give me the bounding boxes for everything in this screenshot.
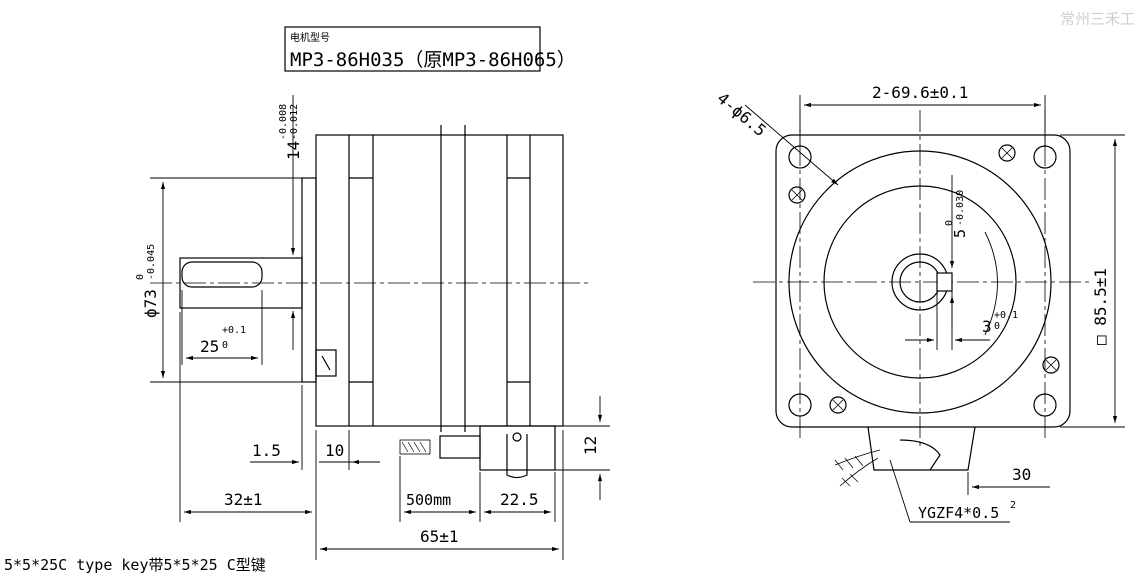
dim-22-5: 22.5 [500,490,539,509]
key-width-tol-upper: +0.1 [994,310,1018,321]
key-depth-tol-upper: 0 [944,220,955,226]
dim-12: 12 [581,436,600,455]
key-width-tol-lower: 0 [994,321,1000,332]
shaft-tol-lower: -0.012 [289,104,300,140]
holes-dim: 4-ϕ6.5 [713,89,769,141]
center-lines [150,110,1090,450]
boss-tol-lower: -0.045 [146,244,157,280]
hole-spacing-dim: 2-69.6±0.1 [872,83,968,102]
key-width-dim: 3 [982,317,992,336]
dim-500: 500mm [406,491,451,509]
boss-dim: ϕ73 [141,289,160,318]
side-view [179,125,564,479]
footnote: 5*5*25C type key带5*5*25 C型键 [4,556,266,574]
square-dim: □ 85.5±1 [1091,268,1110,345]
model-box: 电机型号 MP3-86H035（原MP3-86H065） [284,26,576,72]
model-label: 电机型号 [290,31,330,44]
key-len-dim: 25 [200,337,219,356]
side-labels: 14 -0.008 -0.012 ϕ73 0 -0.045 25 +0.1 0 … [135,104,600,546]
boss-tol-upper: 0 [135,274,146,280]
cable-spec-sup: 2 [1010,500,1016,511]
key-depth-dim: 5 [951,229,969,238]
front-labels: 4-ϕ6.5 2-69.6±0.1 □ 85.5±1 5 0 -0.030 3 … [713,83,1110,522]
dim-1-5: 1.5 [252,441,281,460]
front-dimensions [744,95,1125,523]
dim-65: 65±1 [420,527,459,546]
side-dimensions [150,95,610,560]
shaft-tol-upper: -0.008 [278,104,289,140]
watermark: 常州三禾工 [1059,10,1135,28]
model-number: MP3-86H035（原MP3-86H065） [290,49,576,71]
dim-30: 30 [1012,465,1031,484]
dim-32: 32±1 [224,490,263,509]
front-view [775,134,1071,487]
cable-spec: YGZF4*0.5 [918,504,999,522]
key-depth-tol-lower: -0.030 [955,190,966,226]
dim-10: 10 [325,441,344,460]
shaft-dim: 14 [284,141,303,160]
key-len-tol-upper: +0.1 [222,325,246,336]
key-len-tol-lower: 0 [222,340,228,351]
